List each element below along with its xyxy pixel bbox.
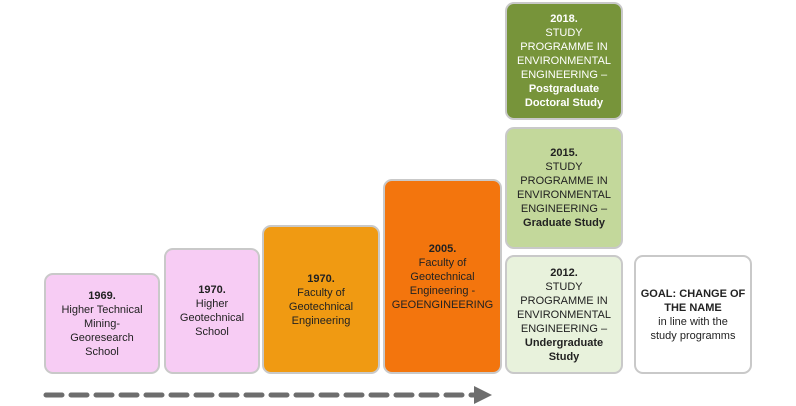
- box-text-line: School: [195, 326, 229, 338]
- box-text-line: ENGINEERING –: [520, 322, 608, 335]
- box-text-line: Engineering: [291, 314, 351, 327]
- year-label: 1970.: [307, 272, 335, 285]
- box-bold-line: Study: [548, 350, 580, 363]
- year-label: 2015.: [550, 147, 578, 159]
- goal-bold-line: THE NAME: [664, 301, 722, 314]
- goal-text-line: study programms: [650, 329, 736, 342]
- year-label: 2018.: [550, 13, 578, 25]
- timeline-box-2018: 2018. STUDY PROGRAMME IN ENVIRONMENTAL E…: [505, 2, 623, 120]
- box-text-line: Higher: [195, 298, 229, 310]
- box-text-line: ENVIRONMENTAL: [517, 189, 611, 201]
- box-text-line: Geotechnical: [288, 300, 354, 313]
- box-text-line: Engineering -: [409, 284, 476, 297]
- box-text-line: ENGINEERING –: [520, 69, 608, 81]
- box-bold-line: Postgraduate: [528, 83, 600, 95]
- box-text-line: Higher Technical: [61, 303, 143, 316]
- box-bold-line: Doctoral Study: [524, 97, 604, 109]
- arrowhead-icon: [474, 386, 492, 404]
- box-text-line: Geotechnical: [179, 312, 245, 324]
- goal-box: GOAL: CHANGE OF THE NAME in line with th…: [634, 255, 752, 374]
- year-label: 2012.: [550, 266, 578, 279]
- timeline-box-1970-faculty: 1970. Faculty of Geotechnical Engineerin…: [262, 225, 380, 374]
- year-label: 1969.: [88, 289, 116, 302]
- box-text-line: Geotechnical: [410, 270, 475, 283]
- box-text-line: PROGRAMME IN: [520, 41, 608, 53]
- box-text-line: Faculty of: [297, 286, 345, 299]
- timeline-box-1969: 1969. Higher Technical Mining- Georesear…: [44, 273, 160, 374]
- year-label: 1970.: [198, 284, 226, 296]
- box-text-line: STUDY: [545, 280, 583, 293]
- box-text-line: GEOENGINEERING: [391, 298, 494, 311]
- box-text-line: PROGRAMME IN: [520, 175, 608, 187]
- year-label: 2005.: [428, 242, 457, 255]
- box-bold-line: Graduate Study: [523, 217, 605, 229]
- box-text-line: Mining-: [83, 317, 121, 330]
- box-text-line: School: [85, 345, 119, 358]
- timeline-box-2015: 2015. STUDY PROGRAMME IN ENVIRONMENTAL E…: [505, 127, 623, 249]
- box-bold-line: Undergraduate: [524, 336, 604, 349]
- box-text-line: Georesearch: [70, 331, 134, 344]
- timeline-arrow: [43, 386, 492, 404]
- box-text-line: ENGINEERING –: [520, 203, 608, 215]
- box-text-line: PROGRAMME IN: [520, 294, 608, 307]
- box-text-line: Faculty of: [418, 256, 467, 269]
- timeline-box-2005: 2005. Faculty of Geotechnical Engineerin…: [383, 179, 502, 374]
- box-text-line: STUDY: [545, 161, 583, 173]
- timeline-box-2012: 2012. STUDY PROGRAMME IN ENVIRONMENTAL E…: [505, 255, 623, 374]
- box-text-line: STUDY: [545, 27, 583, 39]
- goal-text-line: in line with the: [658, 315, 728, 328]
- goal-bold-line: GOAL: CHANGE OF: [640, 287, 746, 300]
- box-text-line: ENVIRONMENTAL: [517, 308, 611, 321]
- timeline-box-1970-school: 1970. Higher Geotechnical School: [164, 248, 260, 374]
- box-text-line: ENVIRONMENTAL: [517, 55, 611, 67]
